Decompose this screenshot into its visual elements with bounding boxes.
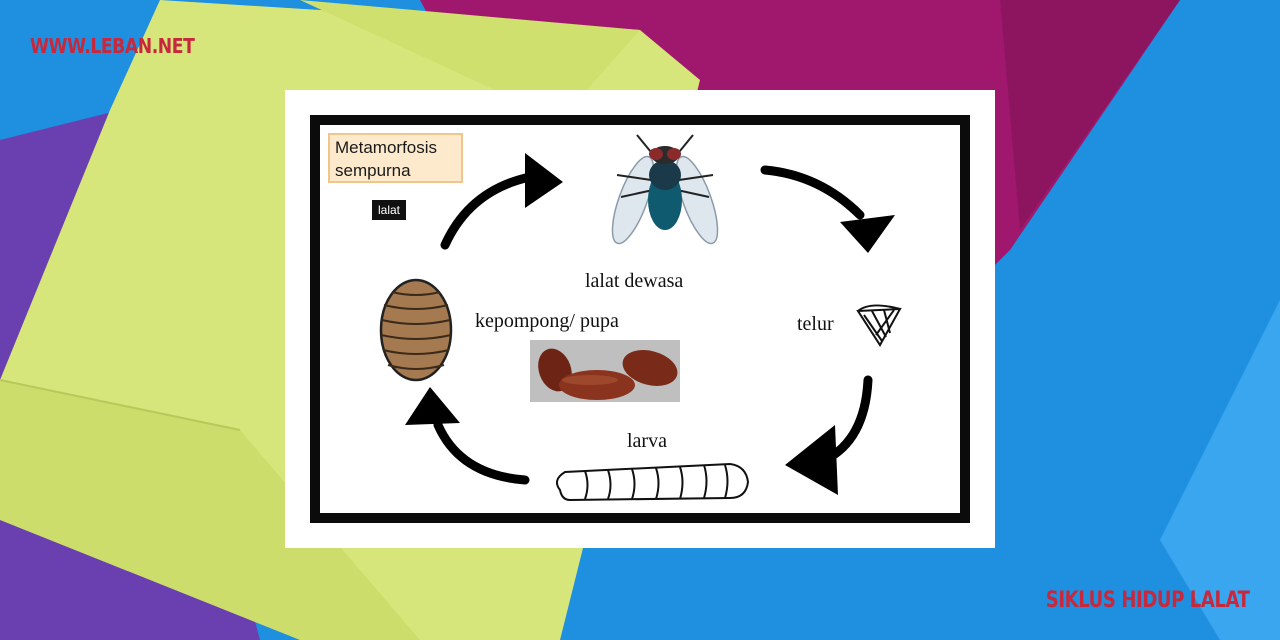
egg-cluster-icon bbox=[858, 305, 900, 345]
stage-label-adult: lalat dewasa bbox=[585, 270, 683, 293]
page-caption: SIKLUS HIDUP LALAT bbox=[1046, 588, 1250, 613]
diagram-title: Metamorfosis sempurna bbox=[328, 133, 463, 183]
pupa-photo bbox=[530, 340, 681, 402]
cycle-arrow-icon bbox=[405, 387, 525, 480]
larva-icon bbox=[557, 464, 748, 500]
stage-label-egg: telur bbox=[797, 313, 834, 336]
cycle-arrow-icon bbox=[785, 380, 868, 495]
fly-icon bbox=[604, 135, 726, 248]
stage-label-pupa: kepompong/ pupa bbox=[475, 308, 625, 334]
stage-label-larva: larva bbox=[627, 430, 667, 453]
pupa-icon bbox=[381, 280, 451, 380]
life-cycle-diagram bbox=[320, 125, 960, 513]
diagram-card: Metamorfosis sempurna lalat lalat dewasa… bbox=[285, 90, 995, 548]
species-tag: lalat bbox=[372, 200, 406, 220]
diagram-frame: Metamorfosis sempurna lalat lalat dewasa… bbox=[310, 115, 970, 523]
site-watermark: WWW.LEBAN.NET bbox=[30, 34, 194, 58]
cycle-arrow-icon bbox=[765, 170, 895, 253]
